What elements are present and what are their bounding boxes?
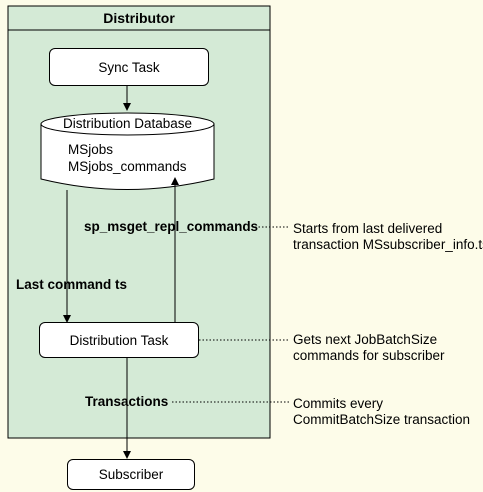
subscriber-node: Subscriber: [67, 459, 195, 490]
distribution-task-node: Distribution Task: [39, 322, 199, 358]
task-note-line-2: commands for subscriber: [293, 348, 445, 363]
distribution-database-cylinder: [40, 112, 215, 190]
sync-task-node: Sync Task: [49, 48, 209, 86]
task-note-line-1: Gets next JobBatchSize: [293, 332, 438, 347]
procedure-edge-label: sp_msget_repl_commands: [84, 219, 259, 234]
procedure-note-line-2: transaction MSsubscriber_info.ts: [293, 237, 483, 252]
procedure-note-line-1: Starts from last delivered: [293, 221, 443, 236]
database-title: Distribution Database: [62, 116, 193, 131]
transactions-note-line-2: CommitBatchSize transaction: [293, 412, 471, 427]
transactions-note: Commits every CommitBatchSize transactio…: [293, 396, 470, 428]
transactions-edge-label: Transactions: [85, 394, 169, 409]
subscriber-label: Subscriber: [98, 467, 164, 482]
sync-task-label: Sync Task: [98, 59, 160, 75]
transactions-note-line-1: Commits every: [293, 396, 384, 411]
last-command-edge-label: Last command ts: [16, 277, 128, 292]
procedure-note: Starts from last delivered transaction M…: [293, 221, 483, 253]
database-table-msjobs-commands: MSjobs_commands: [68, 159, 187, 174]
distributor-title: Distributor: [103, 10, 175, 26]
distribution-task-label: Distribution Task: [69, 332, 169, 348]
task-note: Gets next JobBatchSize commands for subs…: [293, 332, 445, 364]
database-table-msjobs: MSjobs: [68, 142, 114, 157]
